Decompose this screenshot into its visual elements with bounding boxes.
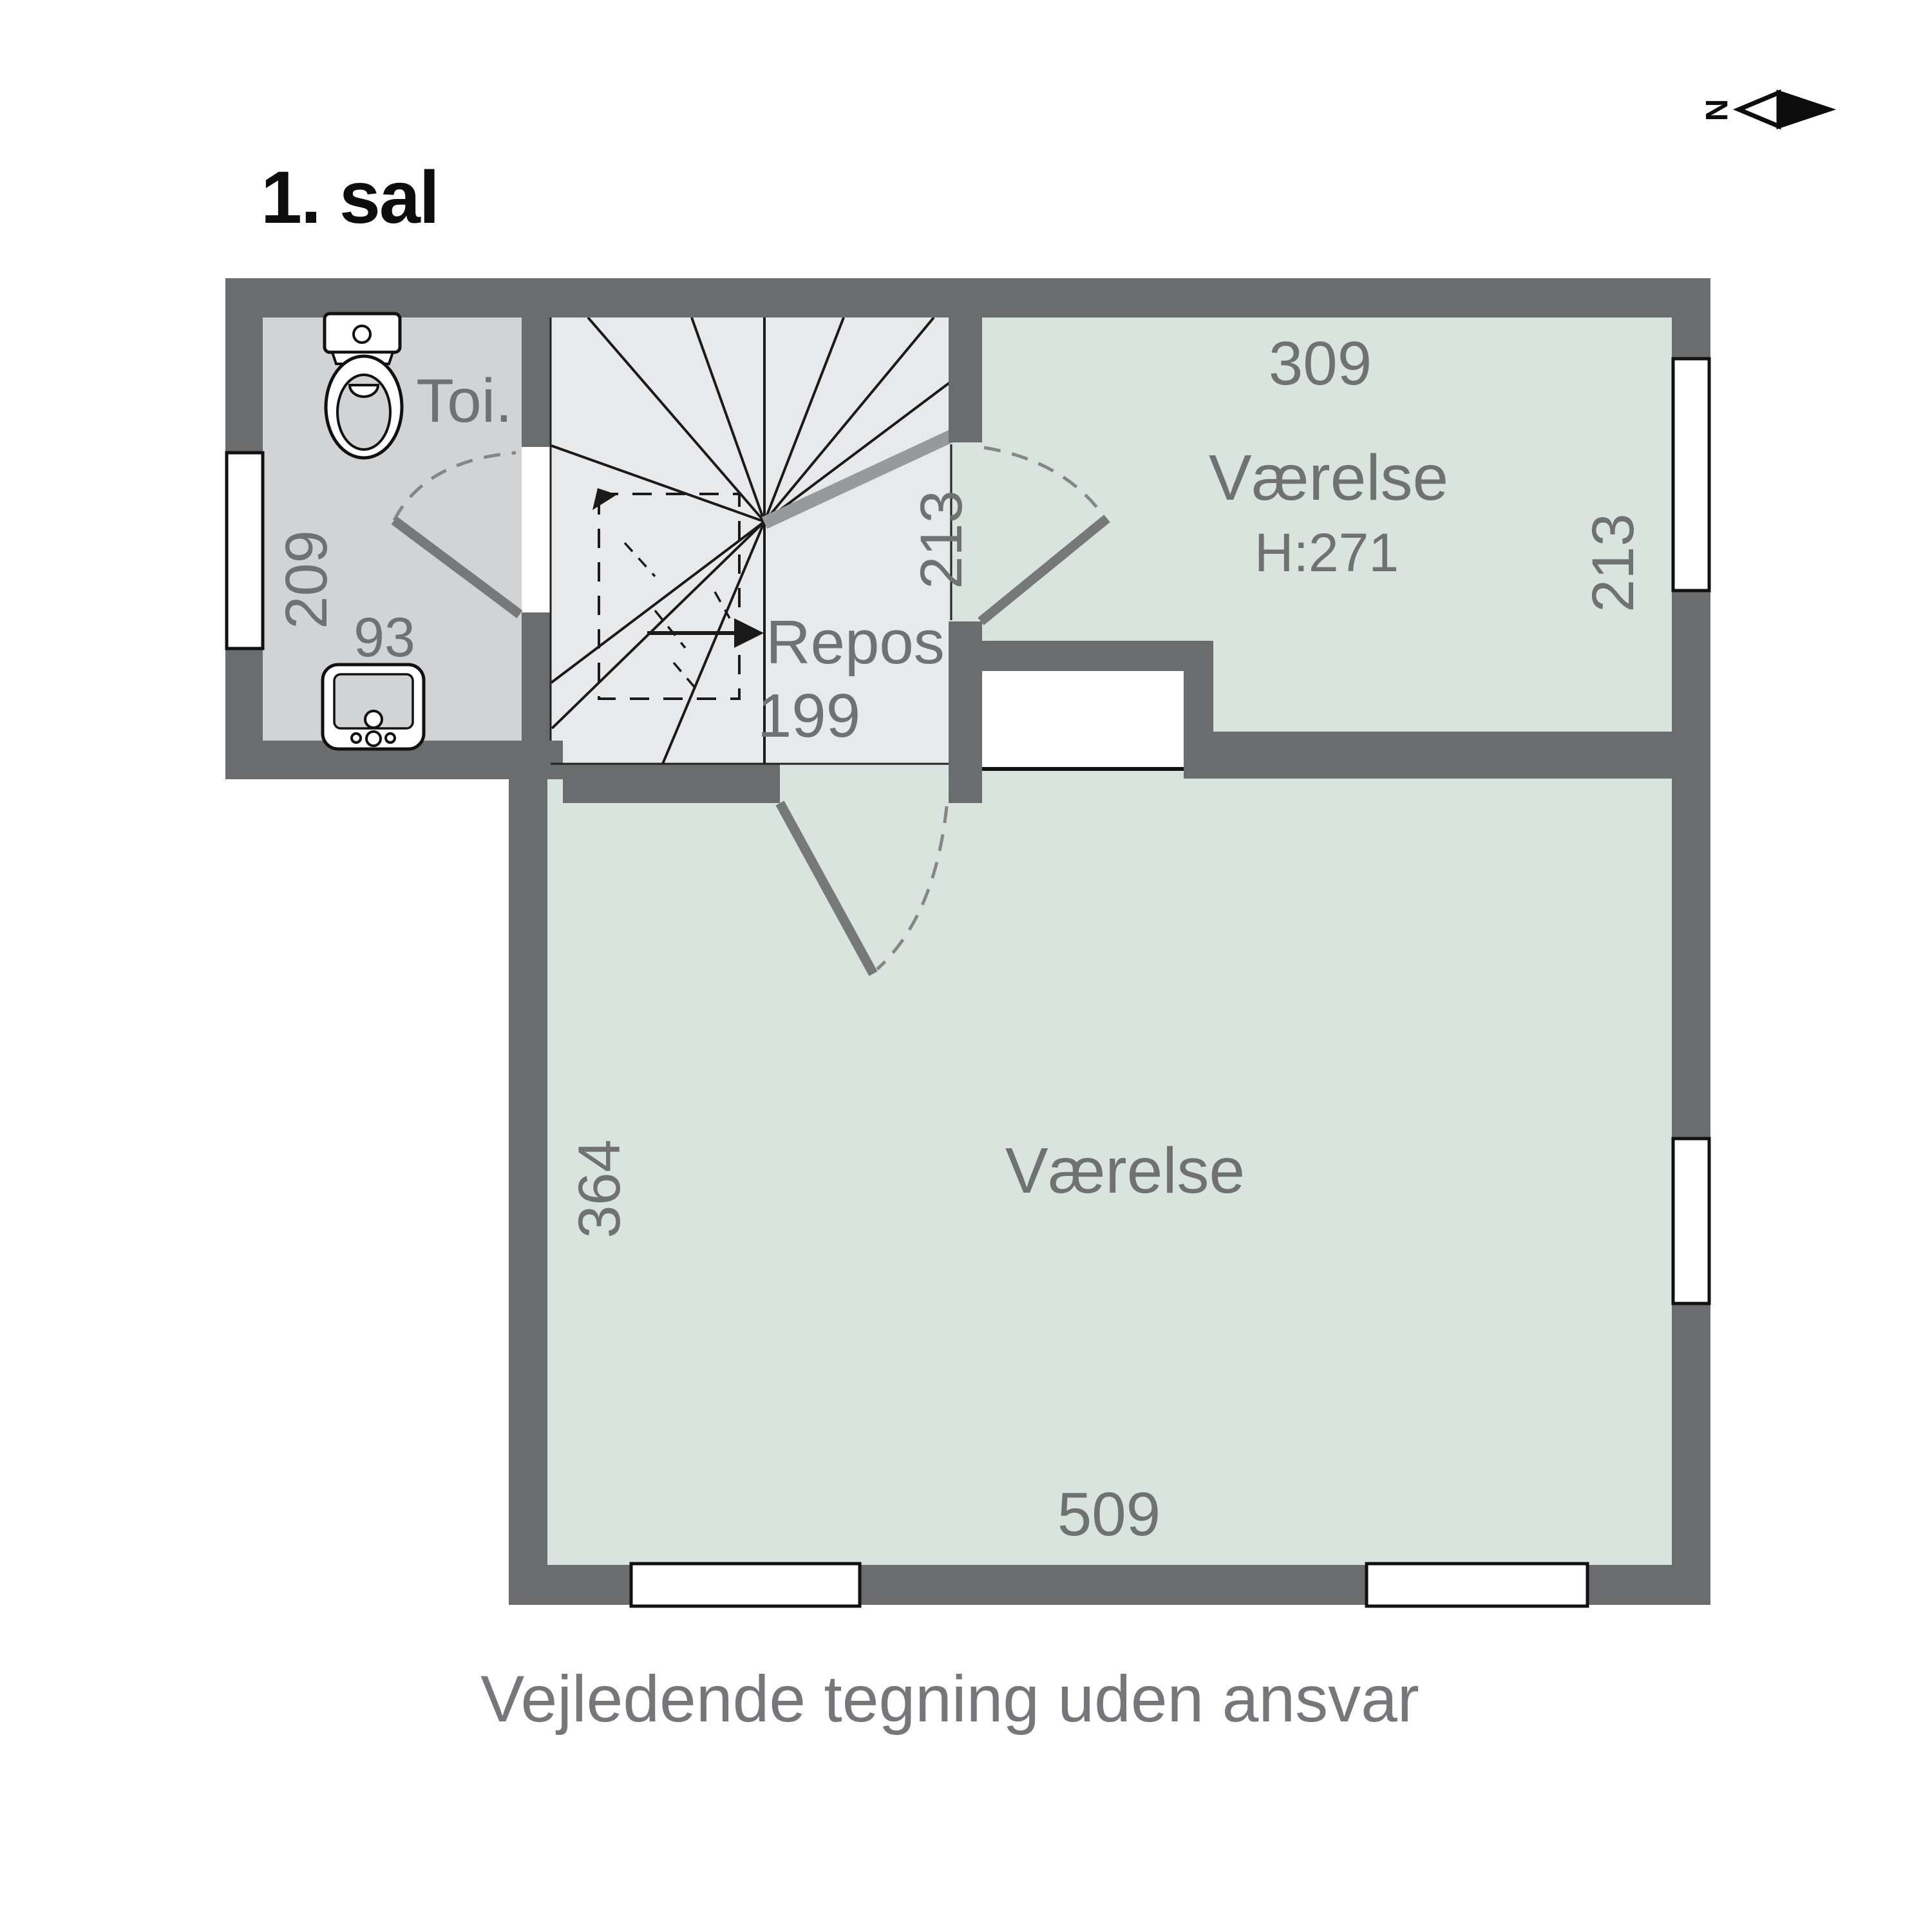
sink-tap-center xyxy=(365,730,382,747)
stair-landing-floor xyxy=(550,317,951,764)
room-s-door-swing-arc xyxy=(876,806,949,971)
toilet-depth-dim: 209 xyxy=(274,530,339,629)
toilet-door xyxy=(391,451,523,619)
sink-tap-right xyxy=(384,732,396,744)
room-s-depth-dim: 364 xyxy=(567,1139,632,1238)
floor-title: 1. sal xyxy=(261,156,440,239)
toilet-bowl-inner xyxy=(336,374,392,451)
room-s-floor xyxy=(547,764,1672,1565)
north-arrow-white-half xyxy=(1732,89,1781,130)
wall-stairs-south xyxy=(563,764,780,803)
wall-room-ne-south xyxy=(1213,732,1710,779)
staircase xyxy=(550,316,981,764)
stair-walkline-box xyxy=(598,493,741,700)
landing-width-dim: 199 xyxy=(757,681,861,750)
toilet-flush xyxy=(348,384,380,398)
north-arrow-black-half xyxy=(1776,90,1837,129)
stair-walkline-start-arrow xyxy=(592,488,617,510)
wall-room-s-west xyxy=(509,741,547,1605)
window-room-ne-east xyxy=(1671,357,1711,592)
room-ne-width-dim: 309 xyxy=(1268,329,1372,398)
floor-edges xyxy=(549,317,952,765)
room-ne-depth-dim: 213 xyxy=(1580,513,1646,612)
window-toilet-west xyxy=(225,451,265,650)
north-arrow-icon xyxy=(1732,89,1837,130)
wall-opening-pier xyxy=(1184,641,1213,779)
toilet-door-leaf xyxy=(391,516,523,619)
room-s-width-dim: 509 xyxy=(1057,1480,1161,1549)
wall-toilet-east-upper xyxy=(522,317,550,447)
wall-north xyxy=(225,278,1710,317)
wall-niche-opening xyxy=(982,671,1184,771)
sink-tap-left xyxy=(350,732,362,744)
toilet-tank-button xyxy=(352,325,372,344)
window-room-s-east xyxy=(1671,1137,1711,1305)
room-ne-label: Værelse xyxy=(1208,442,1449,514)
room-ne-door-swing-arc xyxy=(983,446,1104,516)
disclaimer-text: Vejledende tegning uden ansvar xyxy=(480,1662,1419,1736)
room-ne-door xyxy=(978,446,1110,625)
wall-toilet-east-lower xyxy=(522,612,550,741)
floors xyxy=(263,314,1672,1565)
stair-handrail xyxy=(761,417,981,529)
stair-direction-arrow-head xyxy=(734,618,764,648)
sink-drain xyxy=(364,710,383,729)
landing-depth-dim: 213 xyxy=(909,490,974,589)
sink-fixture xyxy=(321,663,426,751)
toilet-width-dim: 93 xyxy=(354,607,415,668)
landing-label: Repos xyxy=(766,608,945,677)
windows xyxy=(225,357,1711,1608)
toilet-room-label: Toi. xyxy=(416,366,513,435)
toilet-fixture xyxy=(323,312,404,460)
north-label: N xyxy=(1699,99,1733,122)
room-ne-door-leaf xyxy=(978,515,1110,625)
room-ne-ceiling-height: H:271 xyxy=(1254,522,1399,583)
toilet-door-swing-arc xyxy=(392,451,516,522)
window-room-s-south-1 xyxy=(629,1562,862,1608)
window-room-s-south-2 xyxy=(1365,1562,1589,1608)
wall-landing-east-upper xyxy=(949,317,982,442)
doors xyxy=(391,446,1110,976)
room-s-label: Værelse xyxy=(1005,1135,1245,1207)
room-s-door xyxy=(775,800,949,976)
room-s-door-leaf xyxy=(775,800,878,976)
wall-opening-top xyxy=(982,641,1184,671)
wall-landing-east-lower xyxy=(949,621,982,803)
